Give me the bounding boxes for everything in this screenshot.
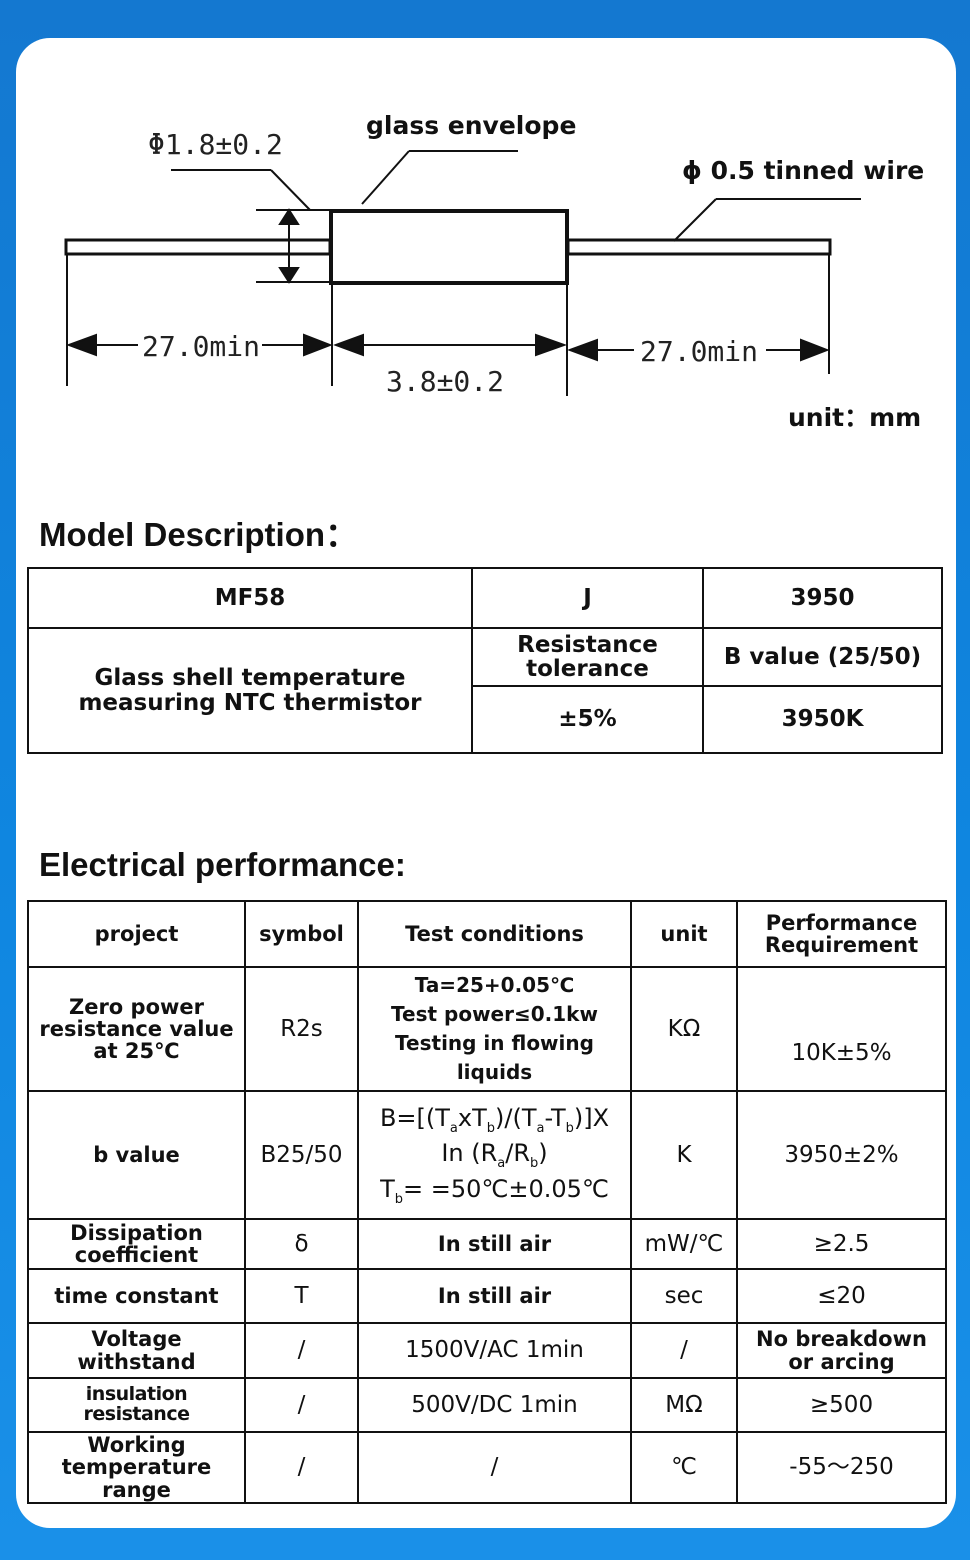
glass-envelope-label: glass envelope xyxy=(366,111,576,140)
formula-line-1: B=[(TaxTb)/(Ta-Tb)]X xyxy=(379,1103,610,1136)
symbol-cell: / xyxy=(244,1431,359,1504)
table-row: b value B25/50 B=[(TaxTb)/(Ta-Tb)]X In (… xyxy=(27,1090,947,1220)
b-value-value-cell: 3950K xyxy=(702,685,943,754)
table-row: insulation resistance / 500V/DC 1min MΩ … xyxy=(27,1377,947,1433)
tinned-wire-label: ϕ 0.5 tinned wire xyxy=(682,156,924,185)
model-code-cell: MF58 xyxy=(27,567,473,629)
tolerance-code-cell: J xyxy=(471,567,704,629)
glass-body xyxy=(329,209,569,285)
project-cell: Dissipation coefficient xyxy=(27,1218,246,1270)
table-row: Voltage withstand / 1500V/AC 1min / No b… xyxy=(27,1322,947,1379)
length-dimensions xyxy=(66,333,830,362)
wire-leader xyxy=(673,198,861,242)
project-cell: b value xyxy=(27,1090,246,1220)
header-project: project xyxy=(27,900,246,968)
b-value-header-cell: B value (25/50) xyxy=(702,627,943,687)
requirement-cell: ≥500 xyxy=(736,1377,947,1433)
electrical-performance-heading: Electrical performance: xyxy=(39,846,406,883)
test-conditions-cell: Ta=25+0.05℃ Test power≤0.1kw Testing in … xyxy=(357,966,632,1092)
condition-line: Ta=25+0.05℃ xyxy=(414,973,575,997)
symbol-cell: / xyxy=(244,1322,359,1379)
symbol-cell: R2s xyxy=(244,966,359,1092)
extension-lines xyxy=(66,254,830,396)
model-description-table: MF58 J 3950 Glass shell temperature meas… xyxy=(27,567,943,754)
requirement-cell: 3950±2% xyxy=(736,1090,947,1220)
project-cell: time constant xyxy=(27,1268,246,1324)
condition-line: Test power≤0.1kw xyxy=(391,1002,598,1026)
model-description-cell: Glass shell temperature measuring NTC th… xyxy=(27,627,473,754)
table-row: Zero power resistance value at 25℃ R2s T… xyxy=(27,966,947,1092)
table-row: Dissipation coefficient δ In still air m… xyxy=(27,1218,947,1270)
requirement-cell: ≤20 xyxy=(736,1268,947,1324)
header-unit: unit xyxy=(630,900,738,968)
requirement-cell: ≥2.5 xyxy=(736,1218,947,1270)
header-symbol: symbol xyxy=(244,900,359,968)
left-lead-wire xyxy=(64,238,332,256)
test-conditions-cell: In still air xyxy=(357,1268,632,1324)
diameter-dimension xyxy=(171,169,330,284)
symbol-cell: B25/50 xyxy=(244,1090,359,1220)
model-description-heading: Model Description： xyxy=(39,516,359,553)
formula-line-3: Tb= =50℃±0.05℃ xyxy=(380,1174,609,1207)
header-test-conditions: Test conditions xyxy=(357,900,632,968)
thermistor-dimension-diagram: Φ1.8±0.2 glass envelope ϕ 0.5 tinned wir… xyxy=(64,111,924,398)
symbol-cell: δ xyxy=(244,1218,359,1270)
body-length-label: 3.8±0.2 xyxy=(386,365,504,398)
content-card: Φ1.8±0.2 glass envelope ϕ 0.5 tinned wir… xyxy=(16,38,956,1528)
project-cell: insulation resistance xyxy=(27,1377,246,1433)
requirement-cell: No breakdown or arcing xyxy=(736,1322,947,1379)
unit-cell: mW/℃ xyxy=(630,1218,738,1270)
test-conditions-cell: 1500V/AC 1min xyxy=(357,1322,632,1379)
table-header-row: project symbol Test conditions unit Perf… xyxy=(27,900,947,968)
symbol-cell: T xyxy=(244,1268,359,1324)
tolerance-value-cell: ±5% xyxy=(471,685,704,754)
table-row: Working temperature range / / ℃ -55～250 xyxy=(27,1431,947,1504)
condition-line: Testing in flowing liquids xyxy=(395,1031,594,1084)
test-conditions-cell: / xyxy=(357,1431,632,1504)
left-length-label: 27.0min xyxy=(142,330,260,363)
right-length-label: 27.0min xyxy=(640,335,758,368)
test-conditions-cell: In still air xyxy=(357,1218,632,1270)
unit-cell: sec xyxy=(630,1268,738,1324)
requirement-cell: 10K±5% xyxy=(736,966,947,1092)
right-lead-wire xyxy=(566,238,832,256)
glass-leader xyxy=(361,150,518,205)
b-value-code-cell: 3950 xyxy=(702,567,943,629)
unit-cell: / xyxy=(630,1322,738,1379)
requirement-cell: -55～250 xyxy=(736,1431,947,1504)
formula-cell: B=[(TaxTb)/(Ta-Tb)]X In (Ra/Rb) Tb= =50℃… xyxy=(357,1090,632,1220)
tolerance-header-cell: Resistance tolerance xyxy=(471,627,704,687)
unit-cell: MΩ xyxy=(630,1377,738,1433)
project-cell: Working temperature range xyxy=(27,1431,246,1504)
header-performance-requirement: Performance Requirement xyxy=(736,900,947,968)
unit-label: unit：mm xyxy=(788,403,922,432)
unit-cell: K xyxy=(630,1090,738,1220)
electrical-performance-table: project symbol Test conditions unit Perf… xyxy=(27,900,947,1504)
test-conditions-cell: 500V/DC 1min xyxy=(357,1377,632,1433)
project-cell: Voltage withstand xyxy=(27,1322,246,1379)
project-cell: Zero power resistance value at 25℃ xyxy=(27,966,246,1092)
diameter-label: Φ1.8±0.2 xyxy=(148,128,283,161)
unit-cell: KΩ xyxy=(630,966,738,1092)
formula-line-2: In (Ra/Rb) xyxy=(441,1139,548,1172)
unit-cell: ℃ xyxy=(630,1431,738,1504)
table-row: time constant T In still air sec ≤20 xyxy=(27,1268,947,1324)
symbol-cell: / xyxy=(244,1377,359,1433)
